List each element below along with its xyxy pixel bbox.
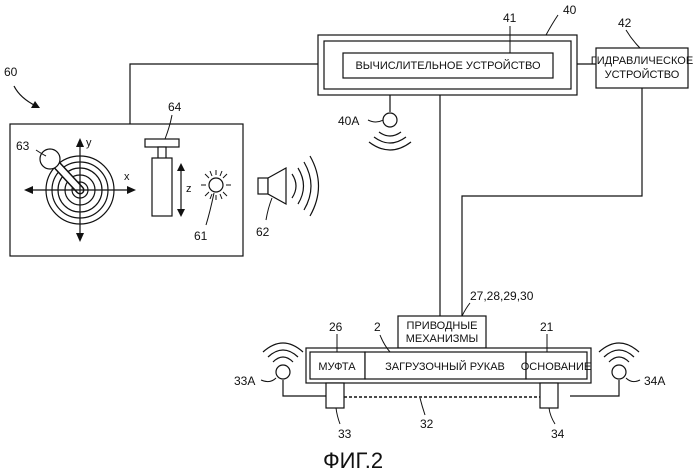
leader-42 <box>626 30 640 48</box>
hydraulic-label-1: ГИДРАВЛИЧЕСКОЕ <box>591 55 693 67</box>
antenna-40a-wave-1 <box>379 132 401 136</box>
speaker-wave-3 <box>304 162 311 210</box>
antenna-34a <box>599 343 639 379</box>
antenna-33a-wave-3 <box>263 343 303 352</box>
loading-arm-assembly: МУФТА ЗАГРУЗОЧНЫЙ РУКАВ ОСНОВАНИЕ <box>306 348 591 383</box>
antenna-33a <box>263 343 303 379</box>
ref-33: 33 <box>338 427 352 441</box>
axis-z-label: z <box>186 183 192 195</box>
leader-32 <box>420 398 425 415</box>
wire-hydraulic-drives <box>462 88 642 316</box>
ref-34a: 34A <box>644 374 665 388</box>
ref-21: 21 <box>540 320 554 334</box>
antenna-40a-wave-2 <box>374 137 406 143</box>
speaker-cone <box>268 168 286 204</box>
hydraulic-device-box <box>596 48 688 88</box>
leader-34 <box>549 408 555 424</box>
slider-handle-stem <box>158 147 166 159</box>
ref-63: 63 <box>16 139 30 153</box>
antenna-40a <box>369 113 411 150</box>
antenna-34a-wave-3 <box>599 343 639 352</box>
speaker-wave-1 <box>292 174 296 198</box>
ref-42: 42 <box>618 16 632 30</box>
lamp-bulb <box>209 178 223 192</box>
speaker-wave-2 <box>298 168 304 204</box>
antenna-40a-icon <box>383 113 397 127</box>
leader-27 <box>462 303 470 316</box>
antenna-33a-wave-1 <box>273 357 293 362</box>
leader-33 <box>336 408 340 424</box>
speaker-body <box>258 178 268 194</box>
base-label: ОСНОВАНИЕ <box>521 361 592 373</box>
ref-40a: 40A <box>338 114 359 128</box>
arm-label: ЗАГРУЗОЧНЫЙ РУКАВ <box>385 360 505 373</box>
ref-33a: 33A <box>234 374 255 388</box>
hydraulic-unit: ГИДРАВЛИЧЕСКОЕ УСТРОЙСТВО <box>591 48 693 88</box>
antenna-34a-wave-2 <box>604 350 634 357</box>
ref-2: 2 <box>374 320 381 334</box>
ref-41: 41 <box>503 11 517 25</box>
wire-computer-panel <box>130 64 343 124</box>
speaker-icon <box>258 156 319 216</box>
antenna-33a-wave-2 <box>268 350 298 357</box>
antenna-34a-wave-1 <box>609 357 629 362</box>
drive-unit: ПРИВОДНЫЕ МЕХАНИЗМЫ <box>398 316 486 348</box>
ref-62: 62 <box>256 225 270 239</box>
joystick-knob <box>40 149 60 169</box>
ref-26: 26 <box>329 320 343 334</box>
control-panel: y x z <box>10 124 243 256</box>
axis-x-label: x <box>124 171 130 183</box>
leader-62 <box>266 198 272 220</box>
leader-40 <box>546 15 558 35</box>
slider-body <box>152 158 172 216</box>
leader-40a <box>368 120 383 122</box>
figure-caption: ФИГ.2 <box>323 448 383 473</box>
computing-unit: ВЫЧИСЛИТЕЛЬНОЕ УСТРОЙСТВО <box>318 35 577 95</box>
ref-34: 34 <box>551 427 565 441</box>
slider-handle-top <box>145 139 179 147</box>
computing-device-label: ВЫЧИСЛИТЕЛЬНОЕ УСТРОЙСТВО <box>355 59 541 72</box>
drives-label-1: ПРИВОДНЫЕ <box>407 320 478 332</box>
sensor-33 <box>326 383 344 408</box>
ref-40: 40 <box>563 3 577 17</box>
coupling-label: МУФТА <box>318 361 356 373</box>
ref-27-30: 27,28,29,30 <box>470 289 534 303</box>
antenna-33a-icon <box>276 365 290 379</box>
pointer-60-line <box>14 86 36 106</box>
ref-32: 32 <box>420 417 434 431</box>
leader-33a <box>261 378 276 382</box>
ref-64: 64 <box>168 100 182 114</box>
leader-34a <box>626 378 640 382</box>
ref-61: 61 <box>194 229 208 243</box>
lamp-icon <box>201 170 231 200</box>
sensor-34 <box>540 383 558 408</box>
pointer-60 <box>14 86 40 108</box>
axis-y-label: y <box>86 137 92 149</box>
ref-60: 60 <box>4 65 18 79</box>
antenna-34a-icon <box>612 365 626 379</box>
hydraulic-label-2: УСТРОЙСТВО <box>605 68 680 81</box>
drives-label-2: МЕХАНИЗМЫ <box>406 333 479 345</box>
